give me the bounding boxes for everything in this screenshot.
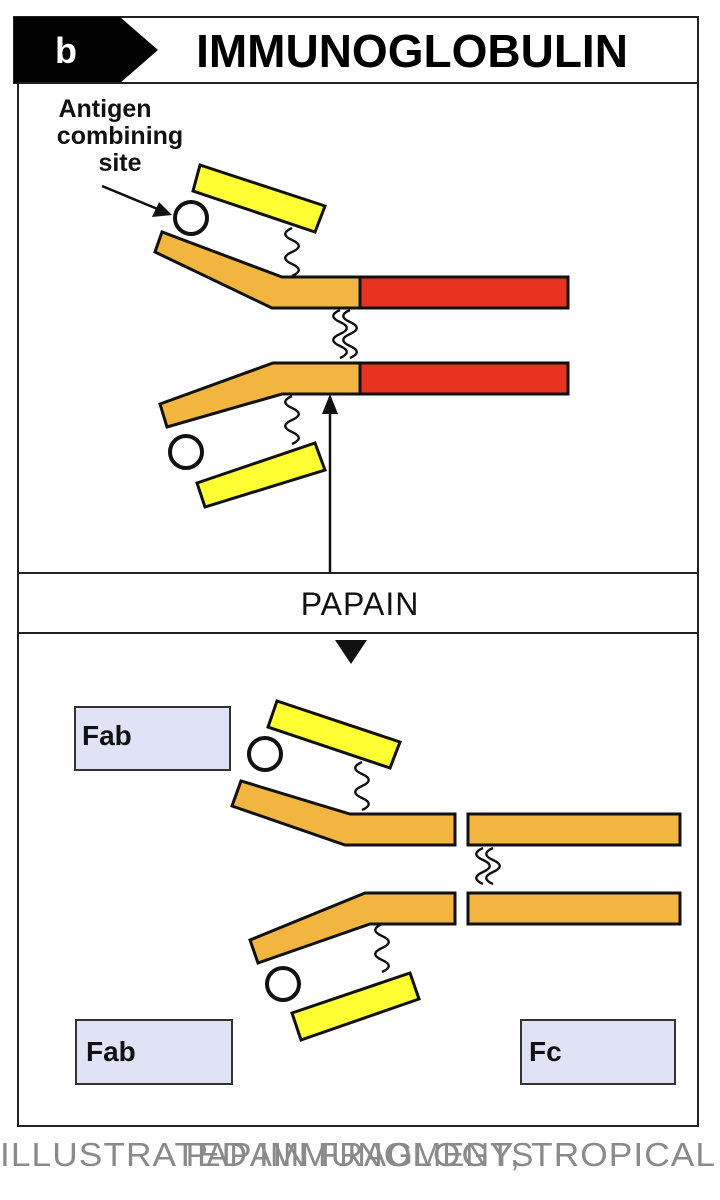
header: b IMMUNOGLOBULIN xyxy=(13,16,699,84)
svg-text:site: site xyxy=(98,149,141,177)
figure-caption: PAPAIN FRAGMENTS xyxy=(186,1136,534,1173)
fab-top-antigen-site xyxy=(247,736,283,772)
fab-bottom-box xyxy=(75,1019,233,1085)
upper-interchain-disulfide xyxy=(284,226,300,278)
upper-heavy-chain xyxy=(153,230,570,310)
header-title: IMMUNOGLOBULIN xyxy=(196,25,628,77)
cleavage-site-arrow xyxy=(322,394,338,573)
fab-top-disulfide xyxy=(354,760,370,812)
upper-antigen-site xyxy=(173,200,209,236)
fab-top-label: Fab xyxy=(82,720,132,751)
upper-light-chain xyxy=(191,163,327,234)
fragments-panel xyxy=(17,632,699,1127)
fab-bottom-light-chain xyxy=(290,971,421,1042)
watermark-text: ILLUSTRATED IMMUNOLOGY, TROPICAL xyxy=(0,1136,716,1173)
fab-top-heavy-chain xyxy=(230,779,457,847)
fab-bottom-disulfide xyxy=(374,922,390,974)
fab-bottom-antigen-site xyxy=(265,966,301,1002)
antigen-site-arrow xyxy=(101,184,172,217)
svg-text:combining: combining xyxy=(57,122,183,150)
fab-top-light-chain xyxy=(266,699,402,770)
antigen-site-label: Antigen combining site xyxy=(57,95,183,177)
lower-antigen-site xyxy=(168,434,204,470)
fc-fragment xyxy=(466,812,682,926)
enzyme-label: PAPAIN xyxy=(301,586,420,622)
enzyme-band xyxy=(17,572,699,634)
fab-bottom-label: Fab xyxy=(86,1036,136,1067)
fc-box xyxy=(520,1019,676,1085)
panel-letter-tag xyxy=(14,17,158,83)
lower-light-chain xyxy=(195,441,327,509)
lower-heavy-chain xyxy=(158,361,570,429)
fc-label: Fc xyxy=(529,1036,562,1067)
fab-bottom-heavy-chain xyxy=(248,891,457,965)
fab-top-box xyxy=(74,706,231,771)
lower-interchain-disulfide xyxy=(284,394,300,446)
hinge-disulfide-bonds xyxy=(332,308,358,360)
svg-text:Antigen: Antigen xyxy=(58,95,151,123)
down-arrow-icon xyxy=(335,640,367,664)
panel-letter: b xyxy=(55,30,77,71)
